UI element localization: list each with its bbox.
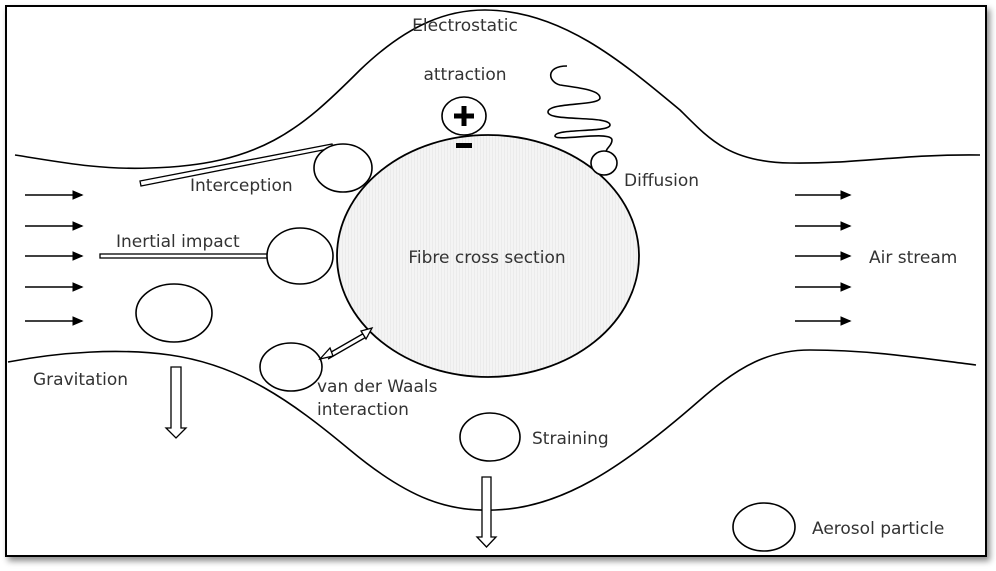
- label-fibre: Fibre cross section: [408, 248, 565, 268]
- inertial-particle: [266, 227, 334, 285]
- label-vdw: van der Waals: [317, 377, 438, 397]
- label-straining: Straining: [532, 429, 609, 449]
- plus-sign-icon: [454, 106, 474, 126]
- label-interception: Interception: [190, 176, 293, 196]
- fibre-cross-section: [336, 134, 640, 378]
- label-electrostatic: Electrostatic: [412, 16, 518, 36]
- gravitation-particle: [135, 283, 213, 343]
- straining-arrow: [475, 476, 498, 548]
- diffusion-particle: [590, 150, 618, 176]
- vdw-particle: [259, 342, 323, 392]
- vdw-double-arrow: [318, 326, 374, 361]
- inertial-trajectory: [99, 253, 271, 259]
- label-attraction: attraction: [423, 65, 506, 85]
- straining-particle: [459, 412, 521, 462]
- diffusion-path: [547, 65, 613, 153]
- label-vdw-interaction: interaction: [317, 400, 409, 420]
- outlet-arrows: [795, 190, 852, 326]
- aerosol-legend-particle: [732, 502, 796, 552]
- interception-particle: [313, 143, 373, 193]
- label-aerosol-particle: Aerosol particle: [812, 519, 944, 539]
- minus-sign-icon: [456, 143, 472, 148]
- lower-streamline: [7, 349, 977, 512]
- label-diffusion: Diffusion: [624, 171, 699, 191]
- gravitation-arrow: [164, 366, 188, 439]
- inlet-arrows: [25, 190, 84, 326]
- label-gravitation: Gravitation: [33, 370, 128, 390]
- label-inertial-impact: Inertial impact: [116, 232, 240, 252]
- label-air-stream: Air stream: [869, 248, 957, 268]
- upper-streamline: [14, 9, 981, 170]
